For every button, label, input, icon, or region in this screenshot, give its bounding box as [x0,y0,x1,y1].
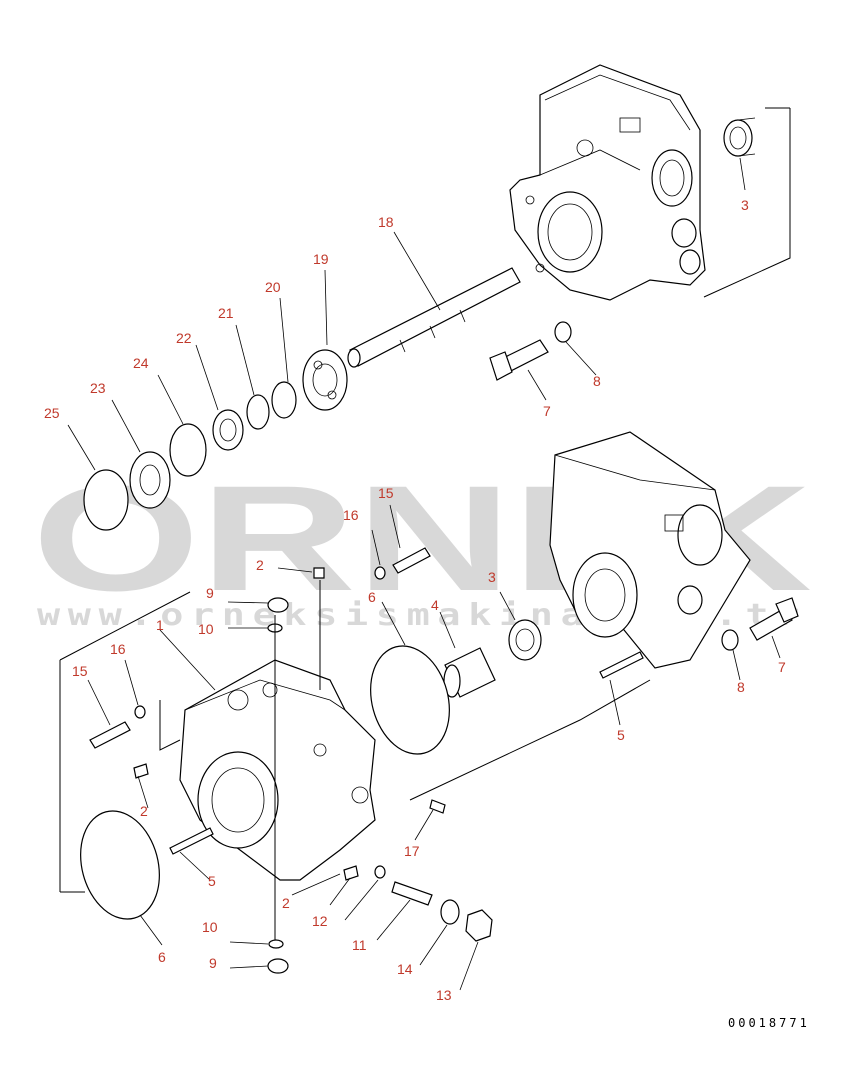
callout-2-left: 2 [140,803,148,819]
fitting-17 [429,799,446,814]
callout-7-lower: 7 [778,659,786,675]
snap-ring-25 [83,469,129,531]
callout-12: 12 [312,913,328,929]
valve-body-1 [179,659,376,881]
callout-labels: 1 2 2 2 3 3 4 5 5 6 6 7 7 8 8 9 9 10 10 … [44,197,786,1003]
washer-8-lower [721,629,739,651]
callout-5-left: 5 [208,873,216,889]
plug-9-top [267,597,289,613]
callout-2-top: 2 [256,557,264,573]
pin-5-right [599,651,644,679]
plug-16-upper [374,566,386,580]
callout-4: 4 [431,597,439,613]
sleeve-4 [443,647,496,698]
callout-22: 22 [176,330,192,346]
drawing-code: 00018771 [728,1016,810,1030]
callout-17: 17 [404,843,420,859]
callout-13: 13 [436,987,452,1003]
callout-19: 19 [313,251,329,267]
callout-5-right: 5 [617,727,625,743]
callout-8-lower: 8 [737,679,745,695]
bolt-2-top [313,567,325,579]
valve-11 [391,881,433,906]
plug-16-left [134,705,146,719]
callout-1: 1 [156,617,164,633]
leader-lines [67,157,781,991]
upper-pump-housing [509,64,706,301]
callout-9-top: 9 [206,585,214,601]
callout-9-bottom: 9 [209,955,217,971]
callout-15-upper: 15 [378,485,394,501]
callout-2-bottom: 2 [282,895,290,911]
ring-24 [169,423,207,477]
callout-18: 18 [378,214,394,230]
callout-8-upper: 8 [593,373,601,389]
bolt-2-left [133,763,149,779]
callout-7-upper: 7 [543,403,551,419]
callout-16-upper: 16 [343,507,359,523]
callout-6-middle: 6 [368,589,376,605]
reference-line-top [703,107,791,298]
callout-3-top: 3 [741,197,749,213]
pin-5-left [169,827,214,855]
nut-13 [465,909,493,942]
callout-3-middle: 3 [488,569,496,585]
callout-21: 21 [218,305,234,321]
fitting-15-left [89,721,131,749]
callout-6-left: 6 [158,949,166,965]
bolt-7-upper [489,339,549,381]
plug-12 [374,865,386,879]
callout-20: 20 [265,279,281,295]
reference-line-lower [59,591,651,893]
vertical-ref-lines [274,580,321,940]
ring-20 [271,381,297,419]
bearing-3-top [723,117,756,157]
bearing-3-middle [508,619,542,661]
callout-10-bottom: 10 [202,919,218,935]
seal-23 [129,451,171,509]
fitting-15-upper [392,547,431,574]
callout-25: 25 [44,405,60,421]
shaft-18 [347,267,521,368]
callout-10-top: 10 [198,621,214,637]
snap-ring-21 [246,394,270,430]
bearing-22 [212,409,244,451]
washer-14 [440,899,460,925]
bearing-19 [302,349,348,411]
o-ring-6-left [80,810,160,920]
middle-pump-housing [549,431,751,669]
callout-16-left: 16 [110,641,126,657]
callout-24: 24 [133,355,149,371]
washer-8-upper [554,321,572,343]
bolt-7-lower [749,597,799,641]
bolt-2-bottom [343,865,359,881]
o-ring-6-middle [370,645,450,755]
callout-11: 11 [352,937,367,953]
plug-9-bottom [267,958,289,974]
callout-15-left: 15 [72,663,88,679]
callout-14: 14 [397,961,413,977]
callout-23: 23 [90,380,106,396]
o-ring-10-bottom [268,939,284,949]
